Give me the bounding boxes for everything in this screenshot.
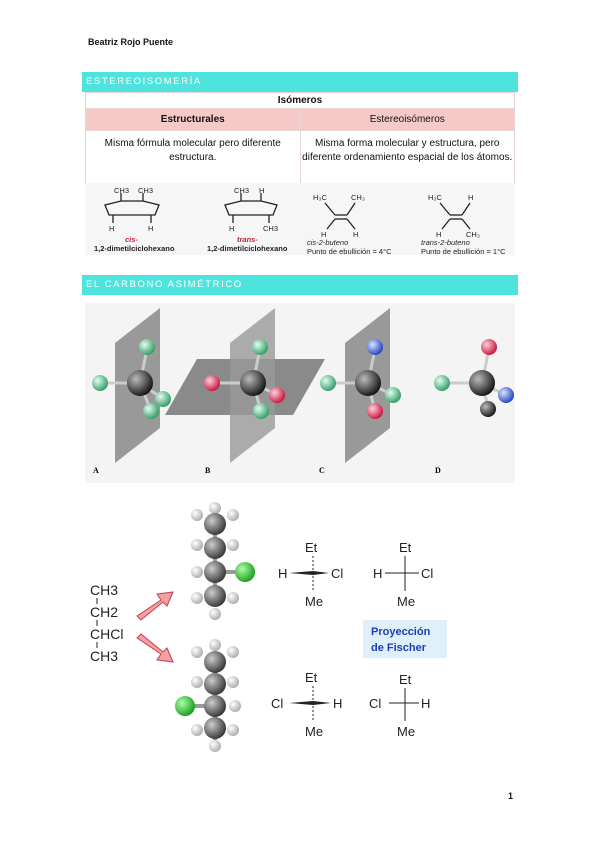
formula-line4: CH3: [90, 648, 118, 664]
col-stereo: Estereoisómeros: [299, 108, 515, 131]
fischer-box-line2: de Fischer: [371, 642, 427, 654]
stereo-top-me: Me: [305, 594, 323, 609]
label-a: A: [93, 466, 99, 475]
desc-stereo: Misma forma molecular y estructura, pero…: [299, 130, 515, 185]
isomer-examples-figure: CH3 CH3 H H cis- 1,2-dimetilciclohexano …: [85, 183, 515, 255]
author-name: Beatriz Rojo Puente: [88, 37, 174, 47]
cis-ring-structure: [104, 193, 160, 223]
stereo-bottom-cl: Cl: [271, 696, 283, 711]
cis-butene-name: cis-2-buteno: [307, 238, 348, 247]
cis-butene-ch3: CH₃: [351, 193, 365, 202]
section-title-estereoisomeria: ESTEREOISOMERÍA: [82, 72, 518, 92]
molecule-top: [191, 502, 255, 620]
trans-butene-h3c: H₃C: [428, 193, 442, 202]
figure-bg: [85, 183, 515, 255]
fischer-bottom-cl: Cl: [369, 696, 381, 711]
trans-butene-h1: H: [468, 193, 473, 202]
label-c: C: [319, 466, 325, 475]
molecule-c: [320, 308, 401, 463]
arrow-down-icon: [136, 633, 174, 663]
stereo-bottom-et: Et: [305, 670, 318, 685]
stereo-bottom-h: H: [333, 696, 342, 711]
label-d: D: [435, 466, 441, 475]
cis-butene-h1: H: [321, 230, 326, 239]
stereo-top-et: Et: [305, 540, 318, 555]
cis-ch3-2: CH3: [138, 186, 153, 195]
trans-ch3-1: CH3: [234, 186, 249, 195]
trans-label: trans-: [237, 235, 258, 244]
col-structural: Estructurales: [85, 108, 301, 131]
fischer-box: [363, 620, 447, 658]
symmetry-planes-figure: A B C D: [85, 303, 515, 483]
trans-butene-ch3: CH₃: [466, 230, 480, 239]
label-b: B: [205, 466, 211, 475]
arrow-up-icon: [136, 591, 174, 621]
condensed-formula: CH3 CH2 CHCl CH3: [90, 582, 123, 664]
cis-name: 1,2-dimetilciclohexano: [94, 244, 175, 253]
trans-butene-bp: Punto de ebullición = 1°C: [421, 247, 506, 255]
fischer-top-me: Me: [397, 594, 415, 609]
trans-h-2: H: [229, 224, 234, 233]
trans-name: 1,2-dimetilciclohexano: [207, 244, 288, 253]
desc-structural: Misma fórmula molecular pero diferente e…: [85, 130, 301, 185]
fischer-bottom-et: Et: [399, 672, 412, 687]
fischer-top-h: H: [373, 566, 382, 581]
cis-butene-h2: H: [353, 230, 358, 239]
trans-butene-name: trans-2-buteno: [421, 238, 470, 247]
page-number: 1: [507, 791, 513, 801]
section-title-carbono-asimetrico: EL CARBONO ASIMÉTRICO: [82, 275, 518, 295]
trans-butene-structure: [439, 202, 471, 230]
trans-ch3-2: CH3: [263, 224, 278, 233]
isomer-table: Isómeros Estructurales Estereoisómeros M…: [85, 92, 515, 185]
stereo-bottom-me: Me: [305, 724, 323, 739]
fischer-top-et: Et: [399, 540, 412, 555]
cis-h-2: H: [148, 224, 153, 233]
cis-butene-structure: [324, 202, 356, 230]
fischer-bottom-me: Me: [397, 724, 415, 739]
fischer-bottom-h: H: [421, 696, 430, 711]
table-title: Isómeros: [85, 92, 515, 109]
stereo-top-cl: Cl: [331, 566, 343, 581]
cis-label: cis-: [125, 235, 138, 244]
molecule-bottom: [175, 639, 241, 752]
molecule-b: [165, 308, 325, 463]
cis-butene-bp: Punto de ebullición = 4°C: [307, 247, 392, 255]
formula-line3: CHCl: [90, 626, 123, 642]
molecule-a: [92, 308, 171, 463]
fischer-top-cl: Cl: [421, 566, 433, 581]
formula-line2: CH2: [90, 604, 118, 620]
trans-ring-structure: [224, 193, 278, 223]
cis-butene-h3c: H₃C: [313, 193, 327, 202]
stereo-top-h: H: [278, 566, 287, 581]
fischer-box-line1: Proyección: [371, 626, 431, 638]
chlorobutane-figure: CH3 CH2 CHCl CH3: [90, 502, 447, 752]
fischer-top: Et H Cl Me: [373, 540, 433, 609]
molecule-d: [434, 339, 514, 417]
stereo-bottom: Et Cl H Me: [271, 670, 342, 739]
trans-butene-h2: H: [436, 230, 441, 239]
stereo-top: Et H Cl Me: [278, 540, 343, 609]
cis-h-1: H: [109, 224, 114, 233]
cis-ch3-1: CH3: [114, 186, 129, 195]
fischer-bottom: Et Cl H Me: [369, 672, 430, 739]
formula-line1: CH3: [90, 582, 118, 598]
trans-h-1: H: [259, 186, 264, 195]
